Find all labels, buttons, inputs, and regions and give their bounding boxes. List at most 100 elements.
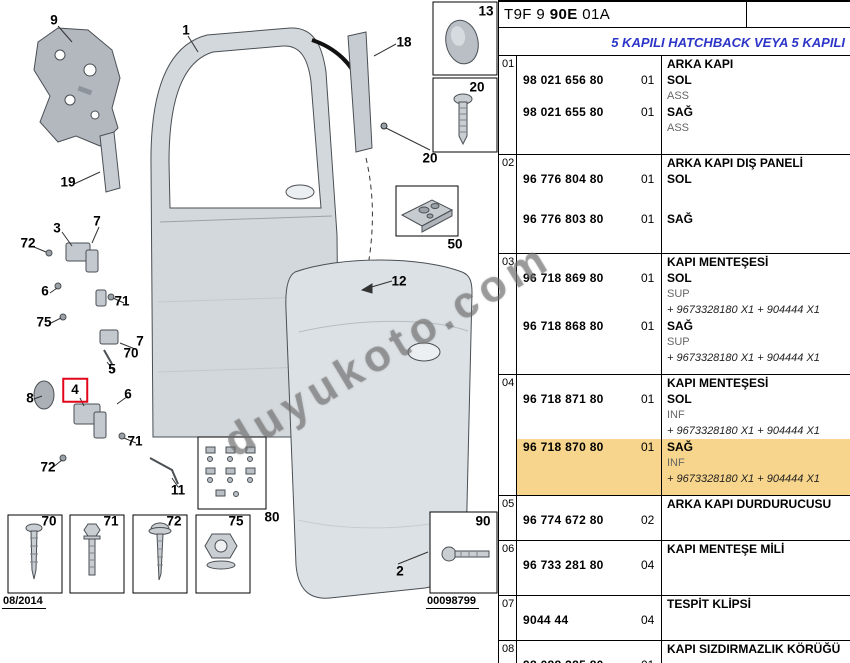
screw-70-glyph [25, 523, 43, 580]
diagram-callout-20[interactable]: 20 [469, 79, 485, 95]
diagram-callout-8[interactable]: 8 [26, 390, 34, 406]
ref-cell: 03 [499, 254, 517, 270]
diagram-callout-75[interactable]: 75 [36, 314, 52, 330]
desc-line: SOL [667, 392, 692, 406]
diagram-callout-4[interactable]: 4 [62, 377, 88, 403]
group-title: TESPİT KLİPSİ [667, 597, 752, 611]
ref-cell [499, 211, 517, 253]
group-title: KAPI MENTEŞESİ [667, 376, 769, 390]
diagram-callout-9[interactable]: 9 [50, 12, 58, 28]
diagram-callout-1[interactable]: 1 [182, 22, 190, 38]
diagram-callout-71[interactable]: 71 [114, 293, 130, 309]
desc-line: SUP [667, 336, 690, 348]
diagram-callout-3[interactable]: 3 [53, 220, 61, 236]
table-header: T9F 9 90E 01A [499, 2, 850, 28]
ref-cell [499, 391, 517, 439]
diagram-callout-7[interactable]: 7 [93, 213, 101, 229]
diagram-callout-7[interactable]: 7 [136, 333, 144, 349]
diagram-callout-75[interactable]: 75 [228, 513, 244, 529]
desc-line: + 9673328180 X1 + 904444 X1 [667, 425, 820, 437]
diagram-callout-6[interactable]: 6 [41, 283, 49, 299]
glass-channel-18 [347, 31, 373, 153]
desc-line: SAĞ [667, 105, 694, 119]
diagram-callout-20[interactable]: 20 [422, 150, 438, 166]
diagram-callout-18[interactable]: 18 [396, 34, 412, 50]
part-number-cell: 96 718 871 80 [523, 392, 604, 406]
door-exploded-diagram [7, 1, 498, 599]
diagram-callout-72[interactable]: 72 [166, 513, 182, 529]
leader-lines [33, 25, 431, 565]
ref-cell: 01 [499, 56, 517, 72]
diagram-callout-70[interactable]: 70 [123, 345, 139, 361]
upper-hinge [45, 242, 119, 365]
desc-cell: KAPI MENTEŞESİ [662, 375, 850, 391]
diagram-callout-11[interactable]: 11 [170, 482, 186, 498]
diagram-callout-80[interactable]: 80 [264, 509, 280, 525]
desc-cell: KAPI MENTEŞESİ [662, 254, 850, 270]
desc-cell: ARKA KAPI [662, 56, 850, 72]
door-outer-panel [285, 259, 473, 599]
parts-table-panel: T9F 9 90E 01A 5 KAPILI HATCHBACK VEYA 5 … [498, 0, 850, 663]
catalog-code-bold: 90E [549, 6, 578, 23]
diagram-callout-72[interactable]: 72 [40, 459, 56, 475]
qty-cell: 01 [637, 439, 662, 495]
diagram-callout-70[interactable]: 70 [41, 513, 57, 529]
diagram-callout-5[interactable]: 5 [108, 361, 116, 377]
diagram-callout-12[interactable]: 12 [391, 273, 407, 289]
diagram-callout-19[interactable]: 19 [60, 174, 76, 190]
diagram-callout-6[interactable]: 6 [124, 386, 132, 402]
group-title: KAPI MENTEŞESİ [667, 255, 769, 269]
part-number-cell [517, 596, 637, 612]
desc-cell [662, 612, 850, 640]
ref-cell: 02 [499, 155, 517, 171]
desc-cell: ARKA KAPI DURDURUCUSU [662, 496, 850, 512]
diagram-callout-90[interactable]: 90 [475, 513, 491, 529]
qty-cell [637, 541, 662, 557]
ref-cell [499, 439, 517, 495]
desc-cell: TESPİT KLİPSİ [662, 596, 850, 612]
qty-cell [637, 155, 662, 171]
group-title: ARKA KAPI DIŞ PANELİ [667, 156, 804, 170]
ref-cell [499, 612, 517, 640]
ref-cell [499, 318, 517, 374]
diagram-callout-13[interactable]: 13 [478, 3, 494, 19]
washer-screw-72-glyph [148, 522, 172, 581]
desc-line: SAĞ [667, 319, 694, 333]
desc-line: SOL [667, 73, 692, 87]
diagram-callout-50[interactable]: 50 [447, 236, 463, 252]
desc-cell [662, 557, 850, 595]
part-number-cell: 98 021 655 80 [523, 105, 604, 119]
diagram-callout-2[interactable]: 2 [396, 563, 404, 579]
qty-cell: 01 [637, 104, 662, 154]
ref-cell: 07 [499, 596, 517, 612]
diagram-callout-72[interactable]: 72 [20, 235, 36, 251]
group-title: ARKA KAPI [667, 57, 734, 71]
diagram-callout-71[interactable]: 71 [127, 433, 143, 449]
diagram-callout-71[interactable]: 71 [103, 513, 119, 529]
qty-cell [637, 56, 662, 72]
